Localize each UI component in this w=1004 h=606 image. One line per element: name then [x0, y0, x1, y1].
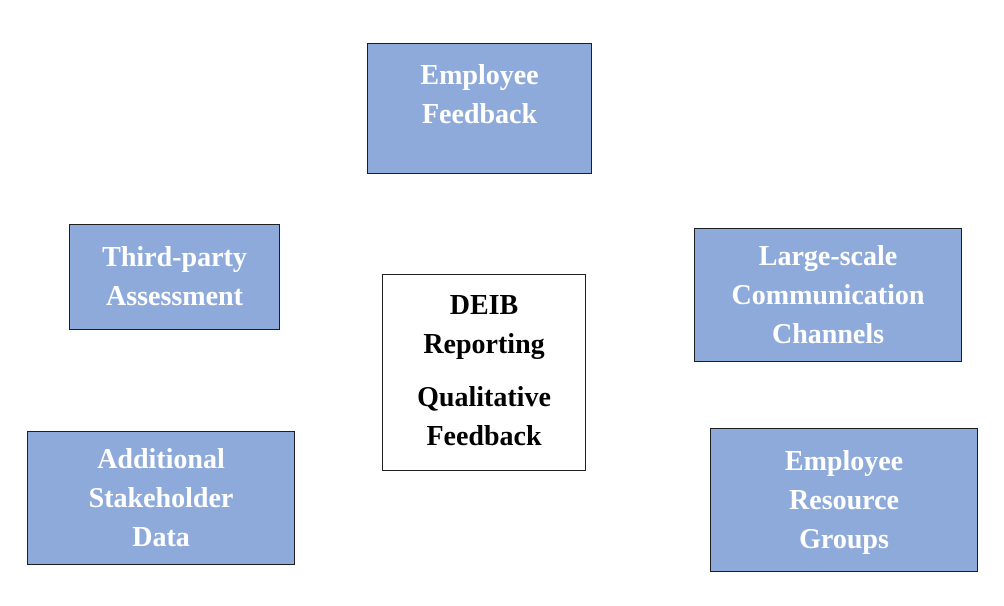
center-line2: Reporting [423, 329, 545, 360]
employee-feedback-box: Employee Feedback [367, 43, 592, 174]
large-scale-line2: Communication [731, 279, 925, 311]
employee-resource-groups-box: Employee Resource Groups [710, 428, 978, 572]
center-line3: Qualitative [417, 382, 551, 413]
large-scale-line1: Large-scale [758, 240, 898, 272]
additional-line2: Stakeholder [88, 482, 234, 514]
erg-line1: Employee [784, 445, 904, 477]
erg-line2: Resource [789, 484, 899, 516]
employee-feedback-line2: Feedback [421, 99, 538, 130]
third-party-assessment-box: Third-party Assessment [69, 224, 280, 330]
center-line4: Feedback [426, 421, 542, 452]
deib-reporting-center-box: DEIB Reporting Qualitative Feedback [382, 274, 586, 471]
employee-feedback-line1: Employee [420, 60, 539, 91]
third-party-line2: Assessment [106, 281, 243, 312]
large-scale-communication-box: Large-scale Communication Channels [694, 228, 962, 362]
additional-line3: Data [132, 521, 190, 553]
center-line1: DEIB [449, 290, 519, 321]
erg-line3: Groups [799, 523, 889, 555]
additional-stakeholder-data-box: Additional Stakeholder Data [27, 431, 295, 565]
large-scale-line3: Channels [771, 318, 885, 350]
third-party-line1: Third-party [102, 242, 247, 273]
additional-line1: Additional [97, 443, 225, 475]
